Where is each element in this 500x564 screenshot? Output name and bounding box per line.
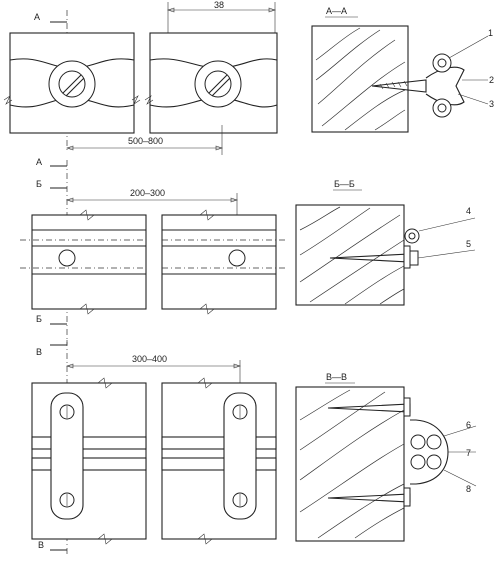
row-a-views: А 38 — [3, 0, 494, 155]
callout-4: 4 — [466, 206, 471, 216]
section-title-bb: Б—Б — [334, 179, 355, 189]
callout-8: 8 — [466, 484, 471, 494]
dimension-200-300: 200–300 — [130, 188, 165, 198]
block-v-right — [161, 377, 277, 545]
section-title-aa: А—А — [326, 6, 347, 16]
row-v-views: В 300–400 — [31, 340, 477, 554]
dimension-38: 38 — [214, 0, 224, 10]
callout-7: 7 — [466, 448, 471, 458]
section-vv-view: 6 7 8 — [295, 386, 477, 542]
block-b-left — [20, 209, 147, 315]
callout-1: 1 — [488, 28, 493, 38]
section-title-vv: В—В — [326, 372, 347, 382]
section-mark-b-top: Б — [36, 179, 42, 189]
block-a-left — [3, 32, 141, 134]
row-b-views: А Б 200–300 — [20, 157, 476, 345]
section-mark-a-bottom: А — [36, 157, 42, 167]
callout-3: 3 — [489, 99, 494, 109]
section-mark-v-bottom: В — [38, 540, 44, 550]
dimension-500-800: 500–800 — [128, 136, 163, 146]
block-b-right — [161, 209, 285, 315]
callout-6: 6 — [466, 420, 471, 430]
section-bb-view: 4 5 — [295, 204, 476, 306]
block-a-right — [144, 32, 278, 134]
section-mark-b-bottom: Б — [36, 314, 42, 324]
callout-5: 5 — [466, 239, 471, 249]
block-v-left — [31, 377, 147, 545]
section-aa-view: 1 2 3 — [311, 25, 494, 133]
dimension-300-400: 300–400 — [132, 354, 167, 364]
callout-2: 2 — [489, 75, 494, 85]
section-mark-a-top: А — [34, 12, 40, 22]
section-mark-v-top: В — [36, 347, 42, 357]
